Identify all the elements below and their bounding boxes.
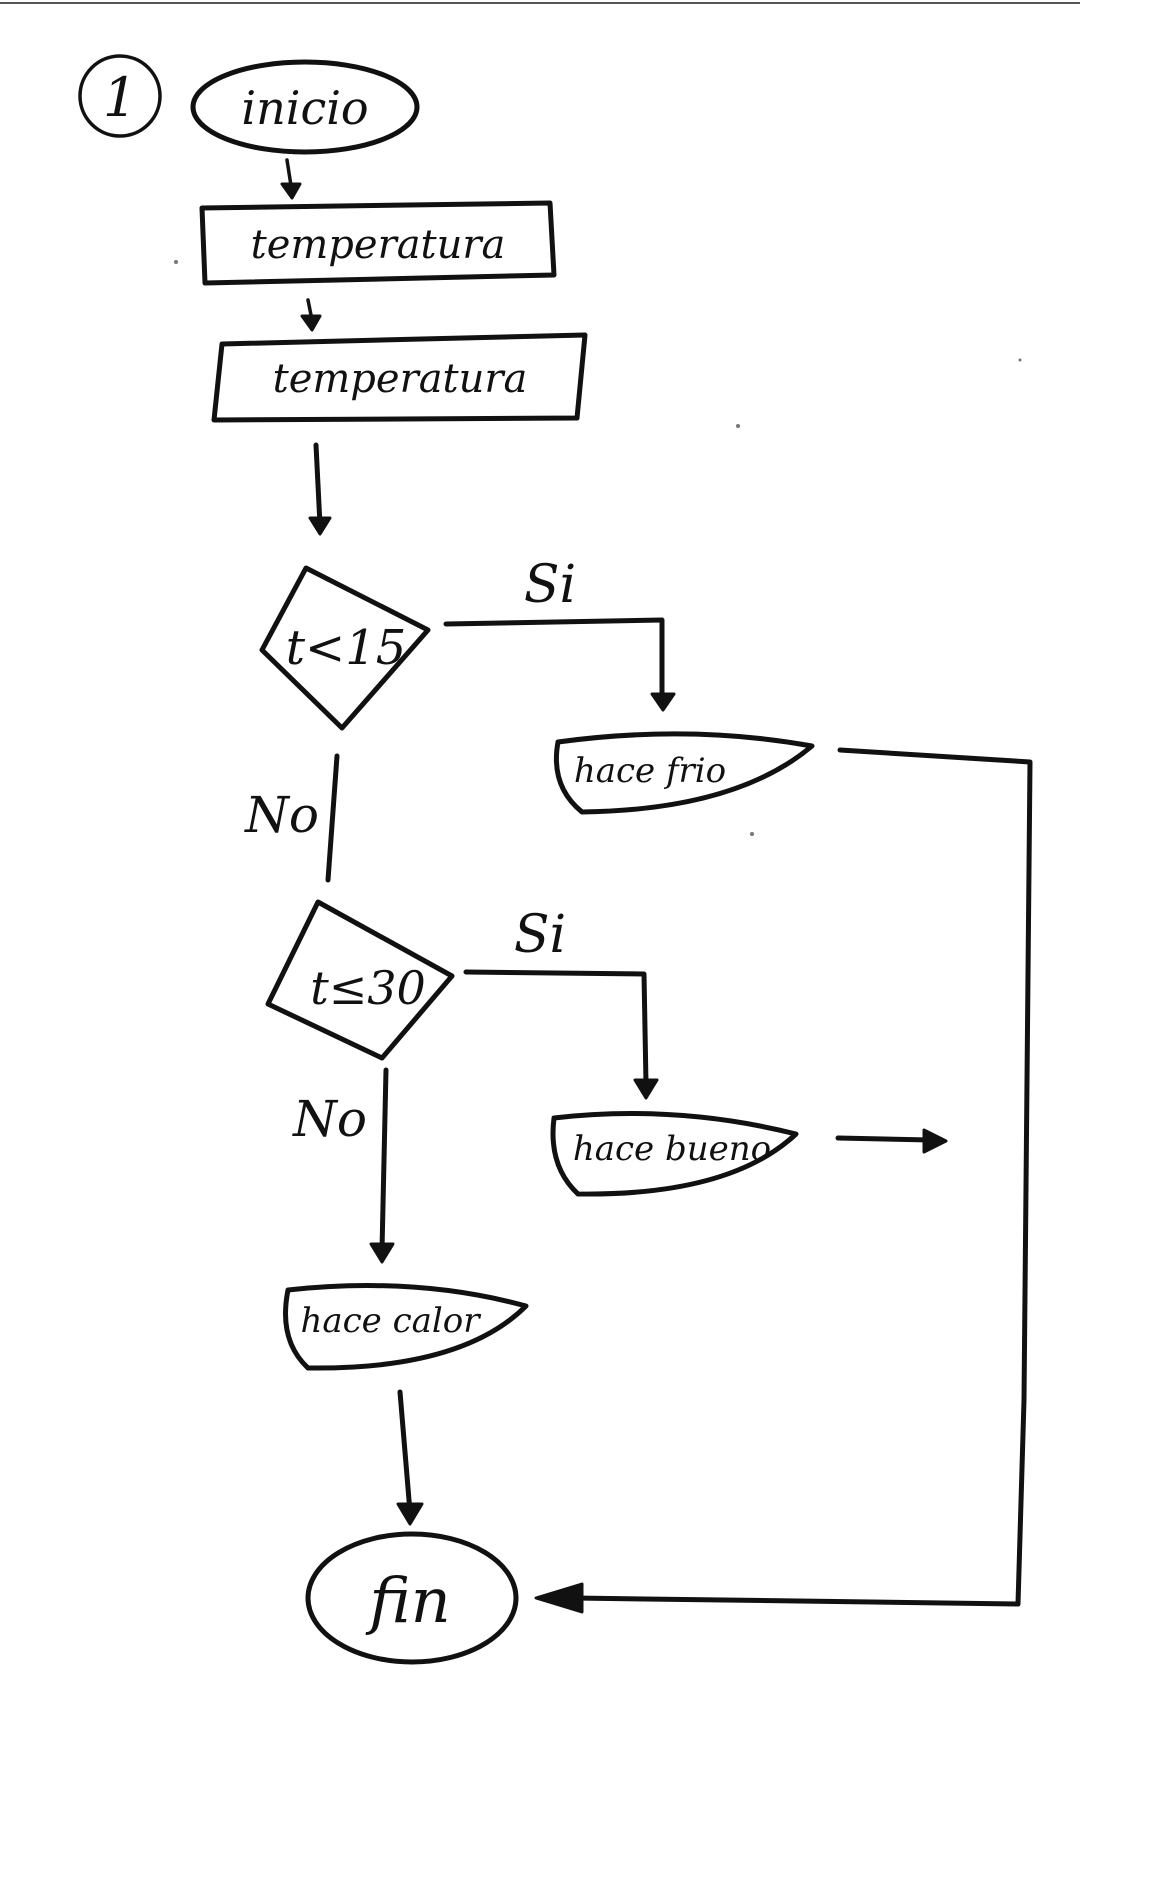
edge-yes1-label: Si bbox=[524, 555, 576, 615]
edge-input1-input2 bbox=[300, 298, 322, 332]
start-node: inicio bbox=[190, 59, 420, 155]
input1-label: temperatura bbox=[251, 222, 506, 268]
output-good-node: hace bueno bbox=[550, 1111, 799, 1197]
edge-no2-label: No bbox=[292, 1090, 367, 1148]
edge-decision1-no: No bbox=[244, 753, 340, 883]
start-label: inicio bbox=[241, 81, 368, 135]
output-hot-label: hace calor bbox=[300, 1301, 481, 1341]
edge-start-input1 bbox=[280, 158, 302, 200]
decision1-node: t<15 bbox=[259, 565, 431, 731]
output-good-label: hace bueno bbox=[573, 1129, 771, 1169]
step-number-text: 1 bbox=[103, 66, 137, 129]
edge-yes2-label: Si bbox=[514, 905, 566, 965]
output-hot-node: hace calor bbox=[283, 1283, 529, 1371]
edge-input2-decision1 bbox=[308, 442, 332, 536]
output-cold-label: hace frio bbox=[574, 751, 726, 791]
scan-specks bbox=[174, 260, 1022, 836]
input2-node: temperatura bbox=[211, 332, 588, 423]
decision2-label: t≤30 bbox=[310, 961, 426, 1015]
output-cold-node: hace frio bbox=[553, 731, 815, 815]
edge-decision1-yes: Si bbox=[443, 555, 676, 712]
edge-no1-label: No bbox=[244, 786, 319, 844]
end-label: fin bbox=[365, 1564, 450, 1637]
edge-hot-end bbox=[396, 1389, 424, 1526]
edge-decision2-yes: Si bbox=[463, 905, 659, 1100]
edge-decision2-no: No bbox=[292, 1067, 395, 1264]
input1-node: temperatura bbox=[199, 200, 557, 286]
input2-label: temperatura bbox=[273, 356, 528, 402]
decision1-label: t<15 bbox=[286, 620, 407, 676]
edge-good-to-rail bbox=[835, 1128, 948, 1154]
end-node: fin bbox=[305, 1531, 519, 1665]
edge-rail-to-end bbox=[534, 747, 1033, 1614]
step-number-badge: 1 bbox=[78, 54, 162, 138]
decision2-node: t≤30 bbox=[265, 899, 455, 1061]
